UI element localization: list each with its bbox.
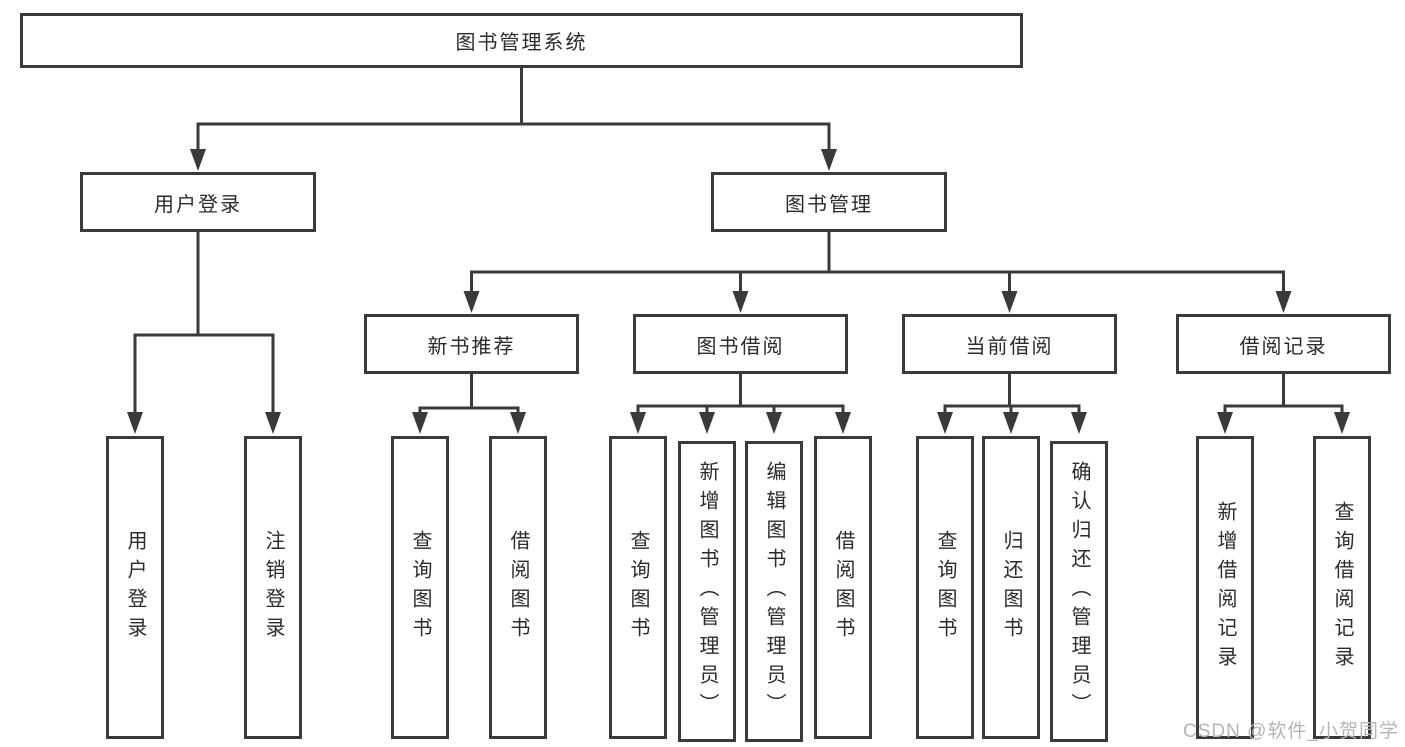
node-borrowing-records: 借阅记录 xyxy=(1176,314,1391,374)
leaf-borrow-books: 借阅图书 xyxy=(489,436,547,739)
leaf-query-books: 查询图书 xyxy=(916,436,974,739)
arrow-down-icon xyxy=(190,149,206,171)
arrow-down-icon xyxy=(732,291,749,313)
node-book-borrowing: 图书借阅 xyxy=(633,314,848,374)
edge-bookmgmt-to-groups xyxy=(470,230,1285,298)
arrow-down-icon xyxy=(1275,291,1292,313)
node-book-management-branch: 图书管理 xyxy=(711,172,947,232)
leaf-query-borrow-record: 查询借阅记录 xyxy=(1313,436,1371,739)
arrow-down-icon xyxy=(937,412,953,434)
edge-userlogin-to-leaves xyxy=(133,230,275,418)
arrow-down-icon xyxy=(1334,412,1350,434)
arrow-down-icon xyxy=(766,412,782,434)
arrow-down-icon xyxy=(412,412,428,434)
edge-borrow-to-leaves xyxy=(636,372,845,418)
leaf-logout: 注销登录 xyxy=(244,436,302,739)
node-user-login-branch: 用户登录 xyxy=(80,172,316,232)
arrow-down-icon xyxy=(463,291,480,313)
arrowheads xyxy=(127,149,1350,434)
node-root-library-system: 图书管理系统 xyxy=(20,13,1023,68)
leaf-confirm-return-admin: 确认归还（管理员） xyxy=(1050,441,1108,742)
leaf-add-borrow-record: 新增借阅记录 xyxy=(1196,436,1254,739)
arrow-down-icon xyxy=(265,412,281,434)
leaf-add-book-admin: 新增图书（管理员） xyxy=(678,441,736,742)
leaf-query-books: 查询图书 xyxy=(391,436,449,739)
arrow-down-icon xyxy=(699,412,715,434)
tree-edges xyxy=(133,66,1344,418)
edge-records-to-leaves xyxy=(1223,372,1344,418)
arrow-down-icon xyxy=(821,149,837,171)
arrow-down-icon xyxy=(1003,412,1019,434)
leaf-return-book: 归还图书 xyxy=(982,436,1040,739)
arrow-down-icon xyxy=(630,412,646,434)
edge-current-to-leaves xyxy=(943,372,1081,418)
node-current-borrowing: 当前借阅 xyxy=(902,314,1117,374)
arrow-down-icon xyxy=(510,412,526,434)
leaf-borrow-books: 借阅图书 xyxy=(814,436,872,739)
leaf-edit-book-admin: 编辑图书（管理员） xyxy=(745,441,803,742)
leaf-query-books: 查询图书 xyxy=(609,436,667,739)
arrow-down-icon xyxy=(1001,291,1018,313)
watermark: CSDN @软件_小贺同学 xyxy=(1183,721,1399,742)
node-new-book-recommend: 新书推荐 xyxy=(364,314,579,374)
arrow-down-icon xyxy=(1071,412,1087,434)
arrow-down-icon xyxy=(127,412,143,434)
edge-root-to-branches xyxy=(196,66,831,155)
edge-newbook-to-leaves xyxy=(418,372,520,418)
arrow-down-icon xyxy=(1217,412,1233,434)
leaf-user-login: 用户登录 xyxy=(106,436,164,739)
arrow-down-icon xyxy=(835,412,851,434)
